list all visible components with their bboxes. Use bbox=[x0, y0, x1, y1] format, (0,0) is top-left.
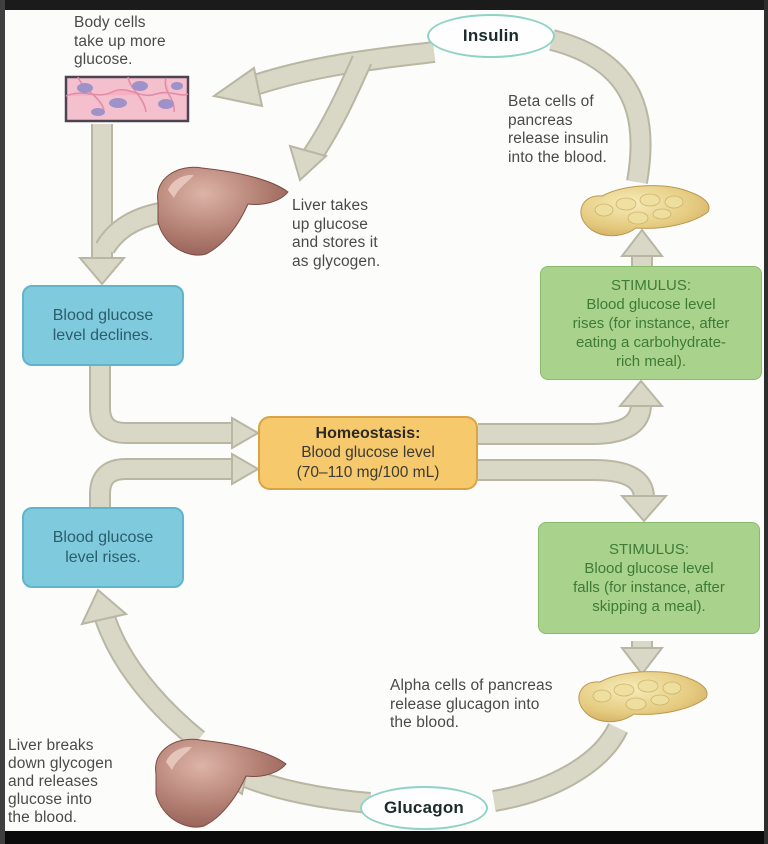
stimulus-falls-body: Blood glucose level falls (for instance,… bbox=[573, 560, 725, 615]
arrow-body-cells-to-declines bbox=[77, 124, 127, 286]
arrow-insulin-to-body-cells bbox=[211, 41, 436, 108]
liver-breaks-down-label: Liver breaks down glycogen and releases … bbox=[8, 737, 113, 826]
alpha-cells-label: Alpha cells of pancreas release glucagon… bbox=[390, 677, 553, 731]
arrow-stimulus-falls-to-pancreas bbox=[619, 641, 665, 676]
glucagon-oval: Glucagon bbox=[360, 786, 488, 830]
pancreas-icon-top bbox=[580, 185, 710, 237]
stimulus-rises-body: Blood glucose level rises (for instance,… bbox=[572, 295, 730, 370]
liver-takes-up-label: Liver takes up glucose and stores it as … bbox=[292, 197, 381, 270]
stimulus-falls-box: STIMULUS: Blood glucose level falls (for… bbox=[538, 522, 760, 634]
arrow-pancreas-to-insulin bbox=[549, 29, 652, 184]
stimulus-rises-box: STIMULUS: Blood glucose level rises (for… bbox=[540, 266, 762, 380]
insulin-oval: Insulin bbox=[427, 14, 555, 58]
frame-right-edge bbox=[764, 0, 768, 844]
arrow-liver-to-rises bbox=[80, 588, 206, 749]
stimulus-rises-heading: STIMULUS: bbox=[610, 276, 691, 294]
homeostasis-heading: Homeostasis: bbox=[315, 424, 421, 442]
blood-glucose-declines-box: Blood glucose level declines. bbox=[22, 285, 184, 366]
frame-left-edge bbox=[0, 0, 5, 844]
arrow-pancreas-to-glucagon bbox=[492, 722, 628, 812]
liver-icon-top bbox=[157, 166, 289, 256]
frame-bottom-bar bbox=[0, 831, 768, 844]
arrow-homeostasis-to-stimulus-falls bbox=[478, 459, 669, 523]
beta-cells-label: Beta cells of pancreas release insulin i… bbox=[508, 93, 609, 166]
liver-icon-bottom bbox=[155, 738, 287, 828]
homeostasis-body: Blood glucose level (70–110 mg/100 mL) bbox=[296, 444, 440, 481]
frame-top-bar bbox=[0, 0, 768, 10]
homeostasis-box: Homeostasis: Blood glucose level (70–110… bbox=[258, 416, 478, 490]
body-cells-tissue-icon bbox=[64, 75, 190, 123]
arrow-stimulus-rises-to-pancreas bbox=[619, 228, 665, 266]
stimulus-falls-heading: STIMULUS: bbox=[608, 541, 689, 558]
arrow-homeostasis-to-stimulus-rises bbox=[478, 379, 665, 445]
arrow-insulin-to-liver bbox=[288, 55, 373, 182]
body-cells-label: Body cells take up more glucose. bbox=[74, 14, 166, 68]
blood-glucose-rises-box: Blood glucose level rises. bbox=[22, 507, 184, 588]
arrow-declines-to-homeostasis bbox=[89, 366, 261, 450]
arrow-rises-to-homeostasis bbox=[89, 452, 261, 510]
pancreas-icon-bottom bbox=[578, 671, 708, 723]
